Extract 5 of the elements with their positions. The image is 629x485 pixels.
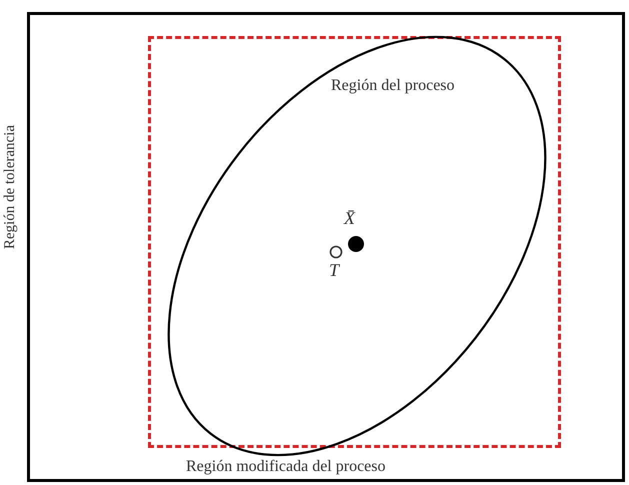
region-label: Región modificada del proceso (186, 459, 386, 475)
region-label: Región del proceso (331, 78, 455, 94)
axis-title: Región de tolerancia (3, 125, 18, 250)
point-label: T (329, 261, 340, 279)
point-label: X̄ (344, 209, 355, 227)
